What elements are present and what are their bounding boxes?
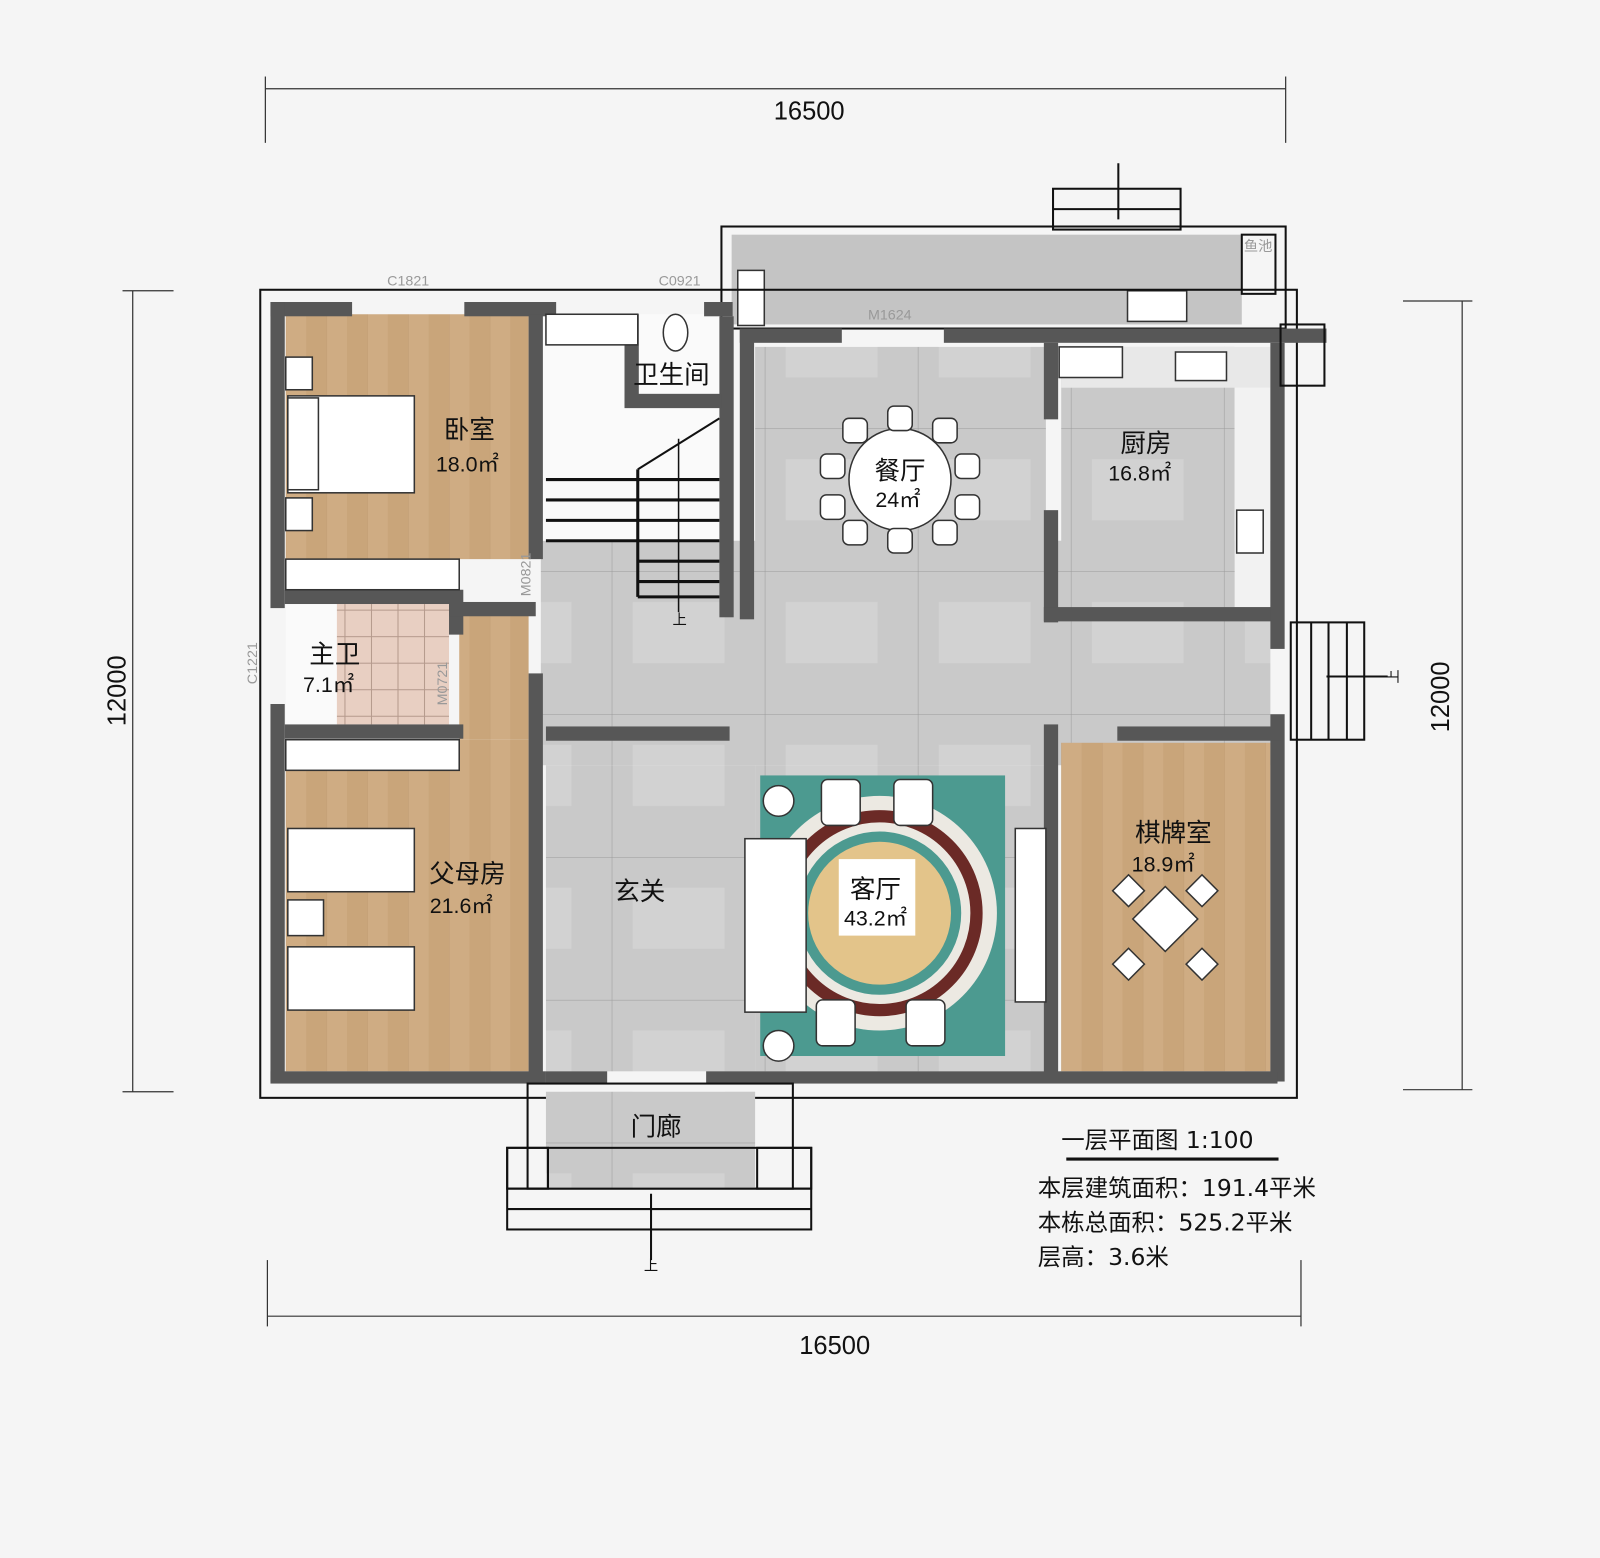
sofa bbox=[744, 837, 807, 1013]
room-area: 18.0㎡ bbox=[436, 451, 499, 476]
room-area: 21.6㎡ bbox=[430, 893, 493, 918]
dimension-left-label: 12000 bbox=[104, 655, 132, 726]
tv-cabinet bbox=[1014, 827, 1047, 1003]
window-tag-c1221: C1221 bbox=[245, 642, 261, 684]
toilet bbox=[662, 313, 689, 352]
stair-floor bbox=[540, 408, 720, 541]
dimension-top-label: 16500 bbox=[774, 97, 845, 125]
master-bath-floor bbox=[336, 604, 450, 725]
room-living: 客厅 43.2㎡ bbox=[844, 875, 907, 931]
walls bbox=[270, 302, 1327, 1084]
room-name: 卫生间 bbox=[633, 361, 710, 391]
dimension-left: 12000 bbox=[104, 290, 174, 1093]
room-name: 棋牌室 bbox=[1135, 819, 1212, 849]
kitchen-floor bbox=[1061, 346, 1235, 608]
dimension-bottom-label: 16500 bbox=[799, 1332, 870, 1360]
counter bbox=[1058, 346, 1124, 379]
room-area: 24㎡ bbox=[875, 487, 920, 512]
room-dining: 餐厅 24㎡ bbox=[874, 457, 925, 513]
room-kitchen: 厨房 16.8㎡ bbox=[1108, 429, 1171, 486]
side-up-label: 上 bbox=[1385, 669, 1402, 683]
staircase bbox=[545, 417, 720, 613]
room-master-bath: 主卫 7.1㎡ bbox=[303, 640, 360, 697]
room-area: 16.8㎡ bbox=[1108, 461, 1171, 486]
cabinet bbox=[736, 269, 766, 327]
dining-table bbox=[819, 405, 981, 554]
window-tag-c1821: C1821 bbox=[387, 274, 429, 290]
stove bbox=[1174, 351, 1228, 382]
wardrobe bbox=[285, 558, 460, 591]
door-tag-m0821: M0821 bbox=[519, 553, 535, 597]
total-area-line: 本栋总面积：525.2平米 bbox=[1038, 1208, 1293, 1236]
floor-area-line: 本层建筑面积：191.4平米 bbox=[1038, 1174, 1316, 1202]
dimension-top: 16500 bbox=[264, 76, 1287, 143]
room-name: 客厅 bbox=[850, 875, 901, 905]
bed bbox=[287, 946, 416, 1011]
stair-up-label: 上 bbox=[672, 611, 686, 628]
dimension-right: 12000 bbox=[1402, 300, 1473, 1091]
window-tag-c0921: C0921 bbox=[659, 274, 701, 290]
room-name: 玄关 bbox=[614, 877, 665, 907]
side-steps bbox=[1289, 621, 1388, 741]
nightstand bbox=[287, 899, 325, 937]
bed bbox=[285, 356, 416, 532]
room-porch: 门廊 bbox=[631, 1113, 682, 1143]
room-bathroom: 卫生间 bbox=[633, 361, 710, 391]
floor-height-line: 层高：3.6米 bbox=[1038, 1243, 1169, 1271]
armchairs bbox=[762, 778, 946, 1062]
wardrobe bbox=[285, 738, 460, 772]
vanity bbox=[545, 313, 639, 346]
room-name: 门廊 bbox=[631, 1113, 682, 1143]
sink bbox=[1126, 290, 1188, 323]
room-area: 43.2㎡ bbox=[844, 905, 907, 930]
room-name: 餐厅 bbox=[874, 457, 925, 487]
room-parents: 父母房 21.6㎡ bbox=[429, 860, 506, 919]
room-chess: 棋牌室 18.9㎡ bbox=[1132, 819, 1212, 877]
porch-up-label: 上 bbox=[644, 1257, 658, 1274]
room-name: 厨房 bbox=[1120, 429, 1171, 459]
door-tag-m1624: M1624 bbox=[868, 307, 912, 323]
title-block: 一层平面图 1:100 本层建筑面积：191.4平米 本栋总面积：525.2平米… bbox=[1038, 1126, 1316, 1271]
chess-table bbox=[1111, 873, 1219, 982]
room-area: 18.9㎡ bbox=[1132, 851, 1195, 876]
door-tag-m0721: M0721 bbox=[435, 662, 451, 706]
drawing-title: 一层平面图 1:100 bbox=[1061, 1126, 1253, 1154]
room-entry: 玄关 bbox=[614, 877, 665, 907]
room-area: 7.1㎡ bbox=[303, 672, 354, 697]
entry-floor bbox=[545, 765, 756, 1072]
stove bbox=[1235, 509, 1264, 554]
parents-room-floor bbox=[285, 739, 529, 1072]
fish-pond-label: 鱼池 bbox=[1244, 237, 1273, 255]
bed bbox=[287, 827, 416, 893]
porch-floor bbox=[545, 1091, 756, 1189]
room-name: 父母房 bbox=[429, 860, 506, 890]
dimension-bottom: 16500 bbox=[266, 1260, 1302, 1360]
dimension-right-label: 12000 bbox=[1427, 661, 1455, 732]
room-name: 卧室 bbox=[444, 416, 495, 446]
room-name: 主卫 bbox=[309, 640, 360, 670]
room-bedroom: 卧室 18.0㎡ bbox=[436, 416, 499, 477]
